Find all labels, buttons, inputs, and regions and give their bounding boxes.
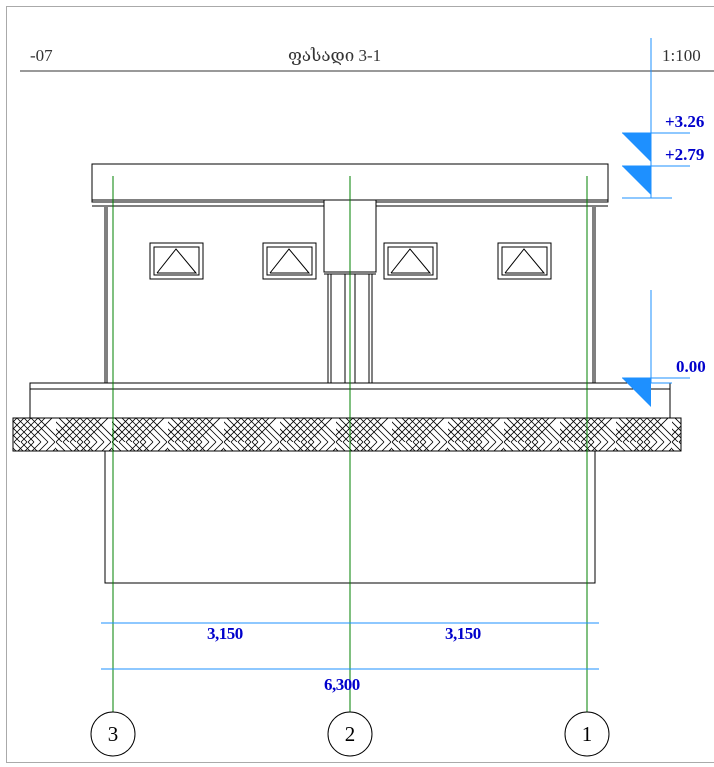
building-walls: [104, 207, 596, 383]
level-markers: +3.26 +2.79 0.00: [622, 38, 706, 407]
grid-axis-bubble: 3: [90, 711, 136, 757]
sheet-scale: 1:100: [662, 46, 701, 65]
sheet-ref: -07: [30, 46, 53, 65]
dimension-label: 3,150: [445, 624, 481, 643]
axis-label: 1: [582, 722, 593, 746]
level-triangle-icon: [622, 133, 651, 162]
dimension-label: 3,150: [207, 624, 243, 643]
window: [383, 242, 438, 280]
level-triangle-icon: [622, 166, 651, 195]
window: [262, 242, 317, 280]
grid-axis-bubble: 2: [327, 711, 373, 757]
ground-hatch: [12, 417, 682, 452]
window: [497, 242, 552, 280]
sheet-frame: [6, 6, 714, 763]
sheet-header: -07 ფასადი 3-1 1:100: [20, 46, 714, 72]
level-label: +2.79: [665, 145, 704, 164]
grid-axis-bubble: 1: [564, 711, 610, 757]
level-label: +3.26: [665, 112, 704, 131]
dimension-lines: 3,150 3,150 6,300: [101, 622, 599, 694]
axis-label: 3: [108, 722, 119, 746]
window: [149, 242, 204, 280]
level-triangle-icon: [622, 378, 651, 407]
axis-label: 2: [345, 722, 356, 746]
level-label: 0.00: [676, 357, 706, 376]
sheet-title: ფასადი 3-1: [288, 46, 381, 65]
dimension-total-label: 6,300: [324, 675, 360, 694]
